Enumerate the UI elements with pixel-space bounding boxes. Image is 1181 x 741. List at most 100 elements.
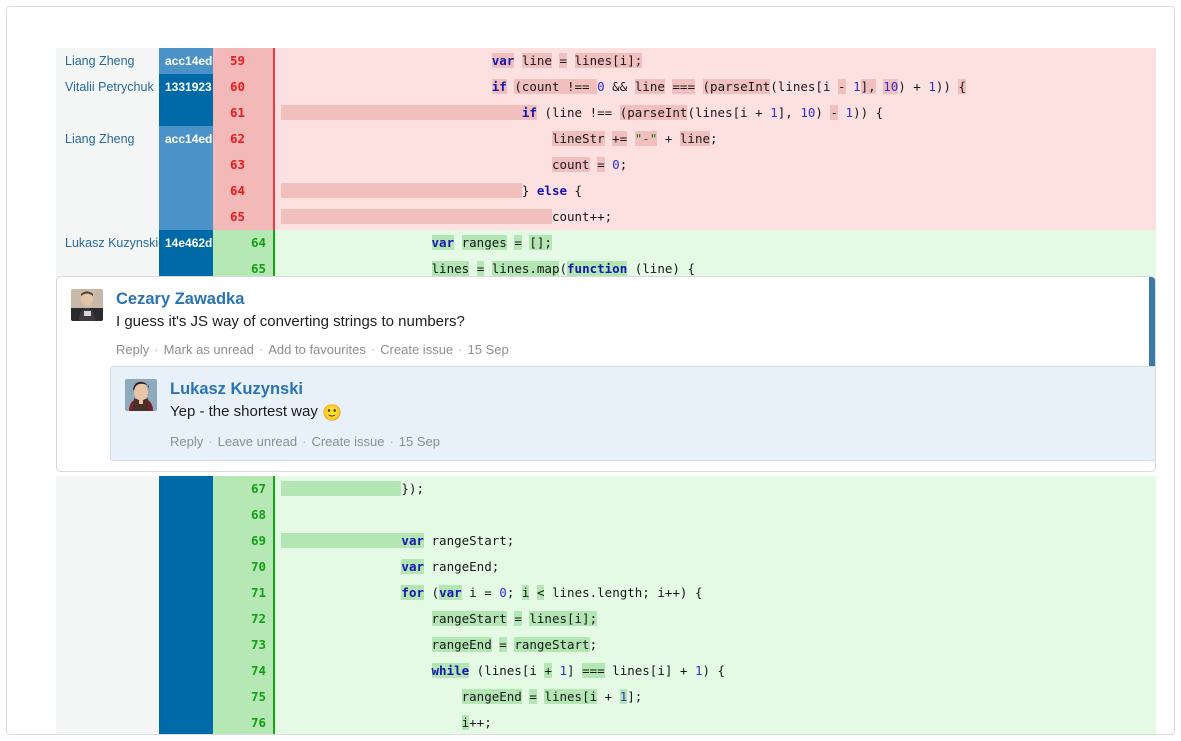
code-line[interactable]: count++; bbox=[275, 204, 1156, 230]
diff-line-row[interactable]: 76 i++; bbox=[56, 710, 1156, 734]
blame-commit-hash[interactable] bbox=[159, 554, 213, 580]
comment-author[interactable]: Cezary Zawadka bbox=[116, 290, 245, 308]
blame-commit-hash[interactable]: 14e462d bbox=[159, 230, 213, 256]
blame-commit-hash[interactable] bbox=[159, 178, 213, 204]
blame-commit-hash[interactable]: acc14ed bbox=[159, 48, 213, 74]
diff-line-row[interactable]: 65 count++; bbox=[56, 204, 1156, 230]
action-leave-unread[interactable]: Leave unread bbox=[217, 434, 298, 449]
line-number[interactable]: 70 bbox=[213, 554, 275, 580]
blame-author[interactable]: Lukasz Kuzynski bbox=[56, 230, 159, 256]
diff-line-row[interactable]: 63 count = 0; bbox=[56, 152, 1156, 178]
line-number[interactable]: 68 bbox=[213, 502, 275, 528]
blame-author[interactable] bbox=[56, 204, 159, 230]
line-number[interactable]: 69 bbox=[213, 528, 275, 554]
blame-author[interactable] bbox=[56, 658, 159, 684]
code-line[interactable]: count = 0; bbox=[275, 152, 1156, 178]
line-number[interactable]: 67 bbox=[213, 476, 275, 502]
action-create-issue[interactable]: Create issue bbox=[311, 434, 385, 449]
code-line[interactable]: var line = lines[i]; bbox=[275, 48, 1156, 74]
blame-commit-hash[interactable] bbox=[159, 204, 213, 230]
avatar[interactable] bbox=[71, 289, 103, 321]
diff-line-row[interactable]: 73 rangeEnd = rangeStart; bbox=[56, 632, 1156, 658]
code-line[interactable]: if (line !== (parseInt(lines[i + 1], 10)… bbox=[275, 100, 1156, 126]
blame-author[interactable] bbox=[56, 632, 159, 658]
blame-commit-hash[interactable] bbox=[159, 152, 213, 178]
line-number[interactable]: 63 bbox=[213, 152, 275, 178]
diff-line-row[interactable]: 70 var rangeEnd; bbox=[56, 554, 1156, 580]
line-number[interactable]: 76 bbox=[213, 710, 275, 734]
code-line[interactable]: var ranges = []; bbox=[275, 230, 1156, 256]
action-create-issue[interactable]: Create issue bbox=[380, 342, 454, 357]
blame-author[interactable] bbox=[56, 606, 159, 632]
line-number[interactable]: 60 bbox=[213, 74, 275, 100]
blame-commit-hash[interactable] bbox=[159, 710, 213, 734]
blame-author[interactable] bbox=[56, 528, 159, 554]
line-number[interactable]: 61 bbox=[213, 100, 275, 126]
code-line[interactable] bbox=[275, 502, 1156, 528]
action-reply[interactable]: Reply bbox=[170, 434, 204, 449]
blame-commit-hash[interactable]: acc14ed bbox=[159, 126, 213, 152]
line-number[interactable]: 59 bbox=[213, 48, 275, 74]
blame-author[interactable] bbox=[56, 476, 159, 502]
blame-commit-hash[interactable] bbox=[159, 606, 213, 632]
diff-line-row[interactable]: 64 } else { bbox=[56, 178, 1156, 204]
action-mark-as-unread[interactable]: Mark as unread bbox=[163, 342, 254, 357]
line-number[interactable]: 74 bbox=[213, 658, 275, 684]
blame-commit-hash[interactable] bbox=[159, 502, 213, 528]
blame-author[interactable]: Liang Zheng bbox=[56, 48, 159, 74]
line-number[interactable]: 75 bbox=[213, 684, 275, 710]
blame-commit-hash[interactable] bbox=[159, 632, 213, 658]
diff-line-row[interactable]: 72 rangeStart = lines[i]; bbox=[56, 606, 1156, 632]
blame-author[interactable] bbox=[56, 178, 159, 204]
blame-author[interactable] bbox=[56, 710, 159, 734]
reply-author[interactable]: Lukasz Kuzynski bbox=[170, 380, 303, 398]
line-number[interactable]: 64 bbox=[213, 230, 275, 256]
blame-author[interactable] bbox=[56, 502, 159, 528]
code-line[interactable]: i++; bbox=[275, 710, 1156, 734]
blame-commit-hash[interactable] bbox=[159, 100, 213, 126]
blame-author[interactable]: Vitalii Petrychuk bbox=[56, 74, 159, 100]
blame-author[interactable] bbox=[56, 100, 159, 126]
code-line[interactable]: rangeEnd = rangeStart; bbox=[275, 632, 1156, 658]
blame-author[interactable] bbox=[56, 152, 159, 178]
code-line[interactable]: }); bbox=[275, 476, 1156, 502]
action-reply[interactable]: Reply bbox=[116, 342, 150, 357]
avatar[interactable] bbox=[125, 379, 157, 411]
code-line[interactable]: rangeEnd = lines[i + 1]; bbox=[275, 684, 1156, 710]
blame-commit-hash[interactable]: 1331923 bbox=[159, 74, 213, 100]
line-number[interactable]: 71 bbox=[213, 580, 275, 606]
line-number[interactable]: 62 bbox=[213, 126, 275, 152]
diff-line-row[interactable]: 67 }); bbox=[56, 476, 1156, 502]
code-line[interactable]: lineStr += "-" + line; bbox=[275, 126, 1156, 152]
code-line[interactable]: for (var i = 0; i < lines.length; i++) { bbox=[275, 580, 1156, 606]
code-line[interactable]: rangeStart = lines[i]; bbox=[275, 606, 1156, 632]
diff-line-row[interactable]: 68 bbox=[56, 502, 1156, 528]
diff-line-row[interactable]: 61 if (line !== (parseInt(lines[i + 1], … bbox=[56, 100, 1156, 126]
line-number[interactable]: 73 bbox=[213, 632, 275, 658]
action-add-to-favourites[interactable]: Add to favourites bbox=[268, 342, 366, 357]
blame-author[interactable]: Liang Zheng bbox=[56, 126, 159, 152]
blame-commit-hash[interactable] bbox=[159, 658, 213, 684]
code-line[interactable]: } else { bbox=[275, 178, 1156, 204]
code-line[interactable]: var rangeStart; bbox=[275, 528, 1156, 554]
blame-commit-hash[interactable] bbox=[159, 476, 213, 502]
diff-line-row[interactable]: 75 rangeEnd = lines[i + 1]; bbox=[56, 684, 1156, 710]
code-line[interactable]: while (lines[i + 1] === lines[i] + 1) { bbox=[275, 658, 1156, 684]
line-number[interactable]: 72 bbox=[213, 606, 275, 632]
code-line[interactable]: if (count !== 0 && line === (parseInt(li… bbox=[275, 74, 1156, 100]
line-number[interactable]: 64 bbox=[213, 178, 275, 204]
blame-commit-hash[interactable] bbox=[159, 684, 213, 710]
blame-author[interactable] bbox=[56, 554, 159, 580]
diff-line-row[interactable]: 69 var rangeStart; bbox=[56, 528, 1156, 554]
blame-author[interactable] bbox=[56, 684, 159, 710]
diff-line-row[interactable]: 74 while (lines[i + 1] === lines[i] + 1)… bbox=[56, 658, 1156, 684]
code-line[interactable]: var rangeEnd; bbox=[275, 554, 1156, 580]
diff-line-row[interactable]: 71 for (var i = 0; i < lines.length; i++… bbox=[56, 580, 1156, 606]
blame-commit-hash[interactable] bbox=[159, 580, 213, 606]
blame-author[interactable] bbox=[56, 580, 159, 606]
line-number[interactable]: 65 bbox=[213, 204, 275, 230]
